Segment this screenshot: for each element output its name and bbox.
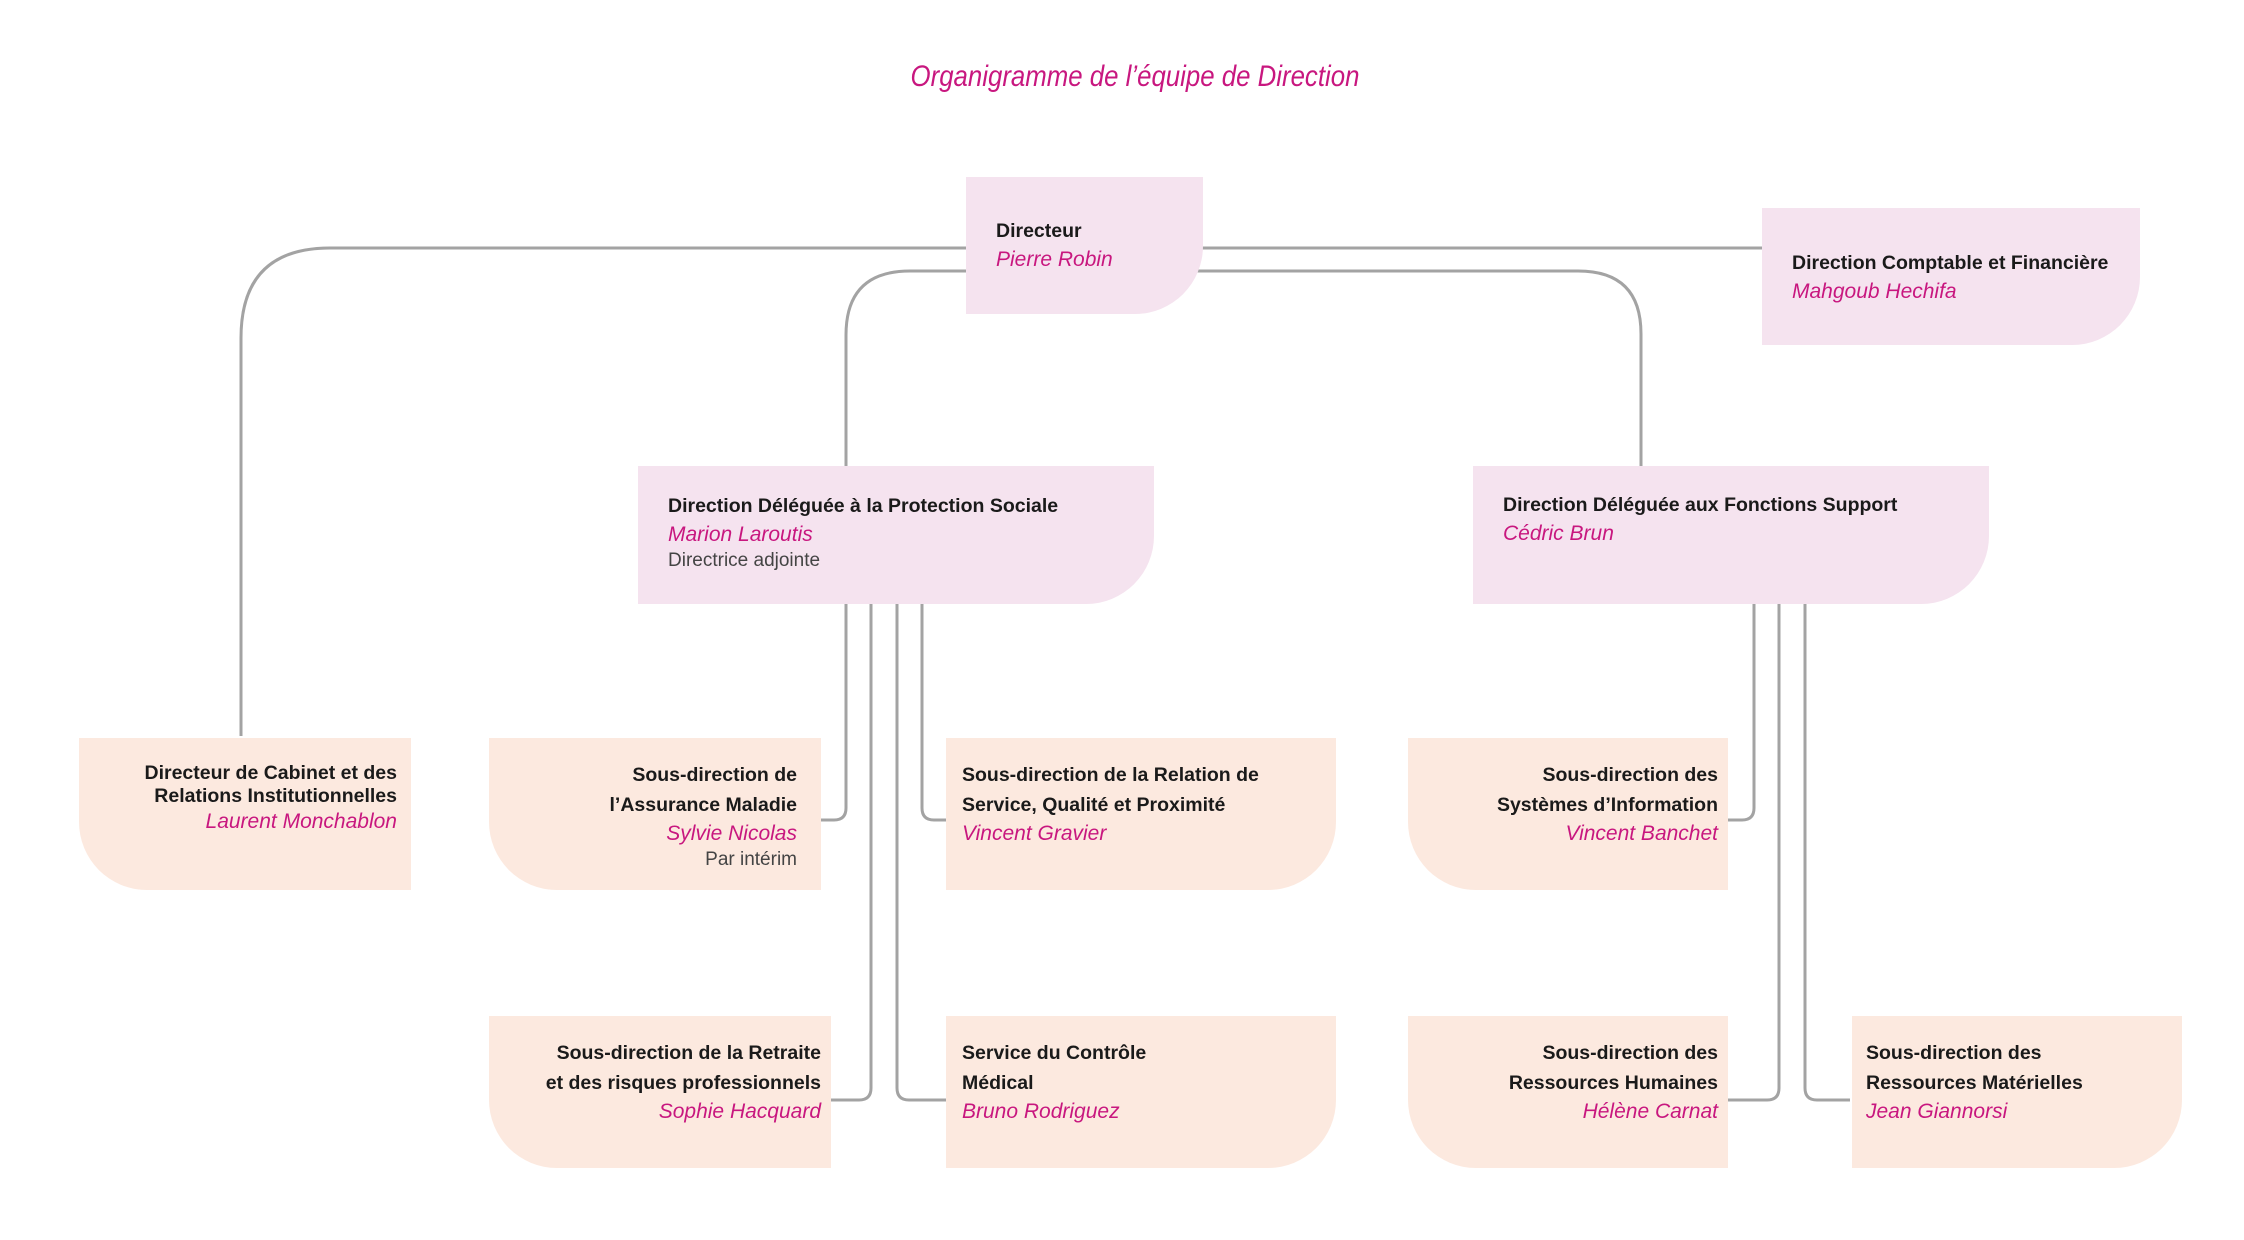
node-cabinet-person: Laurent Monchablon — [205, 810, 397, 833]
node-si: Sous-direction des Systèmes d’Informatio… — [1408, 738, 1728, 890]
link-support-rh — [1724, 604, 1781, 1102]
node-retraite: Sous-direction de la Retraite et des ris… — [489, 1016, 831, 1168]
node-controle-person: Bruno Rodriguez — [962, 1100, 1120, 1123]
node-cabinet: Directeur de Cabinet et des Relations In… — [79, 738, 411, 890]
node-directeur: Directeur Pierre Robin — [966, 177, 1203, 314]
node-rh: Sous-direction des Ressources Humaines H… — [1408, 1016, 1728, 1168]
node-controle: Service du Contrôle Médical Bruno Rodrig… — [946, 1016, 1336, 1168]
node-support-person: Cédric Brun — [1503, 522, 1614, 545]
link-directeur-support — [1197, 269, 1643, 466]
node-relation-person: Vincent Gravier — [962, 822, 1107, 845]
node-maladie: Sous-direction de l’Assurance Maladie Sy… — [489, 738, 821, 890]
node-compta-label: Direction Comptable et Financière — [1792, 252, 2109, 274]
node-protection-person: Marion Laroutis — [668, 523, 813, 546]
node-directeur-label: Directeur — [996, 220, 1082, 242]
link-protection-maladie — [816, 604, 848, 822]
node-support: Direction Déléguée aux Fonctions Support… — [1473, 466, 1989, 604]
node-materielles-person: Jean Giannorsi — [1866, 1100, 2008, 1123]
link-protection-controle — [895, 604, 946, 1102]
link-support-si — [1724, 604, 1756, 822]
node-si-person: Vincent Banchet — [1565, 822, 1718, 845]
node-compta-person: Mahgoub Hechifa — [1792, 280, 1957, 303]
node-rh-person: Hélène Carnat — [1582, 1100, 1718, 1123]
node-directeur-person: Pierre Robin — [996, 248, 1113, 271]
link-directeur-protection — [844, 269, 966, 466]
node-protection-label: Direction Déléguée à la Protection Socia… — [668, 495, 1059, 517]
chart-title: Organigramme de l’équipe de Direction — [910, 60, 1360, 93]
node-support-label: Direction Déléguée aux Fonctions Support — [1503, 494, 1898, 516]
link-directeur-cabinet — [239, 246, 966, 736]
node-maladie-note: Par intérim — [705, 849, 797, 870]
node-compta: Direction Comptable et Financière Mahgou… — [1762, 208, 2140, 345]
node-retraite-label: Sous-direction de la Retraite et des ris… — [545, 1042, 821, 1094]
node-protection-note: Directrice adjointe — [668, 550, 821, 571]
node-maladie-person: Sylvie Nicolas — [666, 822, 797, 845]
link-protection-relation — [920, 604, 946, 822]
node-cabinet-label: Directeur de Cabinet et des Relations In… — [144, 762, 398, 807]
node-materielles-label: Sous-direction des Ressources Matérielle… — [1866, 1042, 2083, 1094]
node-relation-label: Sous-direction de la Relation de Service… — [962, 764, 1259, 816]
node-protection: Direction Déléguée à la Protection Socia… — [638, 466, 1154, 604]
link-protection-retraite — [829, 604, 873, 1102]
node-relation: Sous-direction de la Relation de Service… — [946, 738, 1336, 890]
node-rh-label: Sous-direction des Ressources Humaines — [1508, 1042, 1718, 1094]
node-maladie-label: Sous-direction de l’Assurance Maladie — [609, 764, 798, 816]
node-controle-label: Service du Contrôle Médical — [962, 1042, 1147, 1094]
node-materielles: Sous-direction des Ressources Matérielle… — [1852, 1016, 2182, 1168]
link-support-materielles — [1803, 604, 1850, 1102]
node-si-label: Sous-direction des Systèmes d’Informatio… — [1496, 764, 1718, 816]
node-retraite-person: Sophie Hacquard — [658, 1100, 821, 1123]
